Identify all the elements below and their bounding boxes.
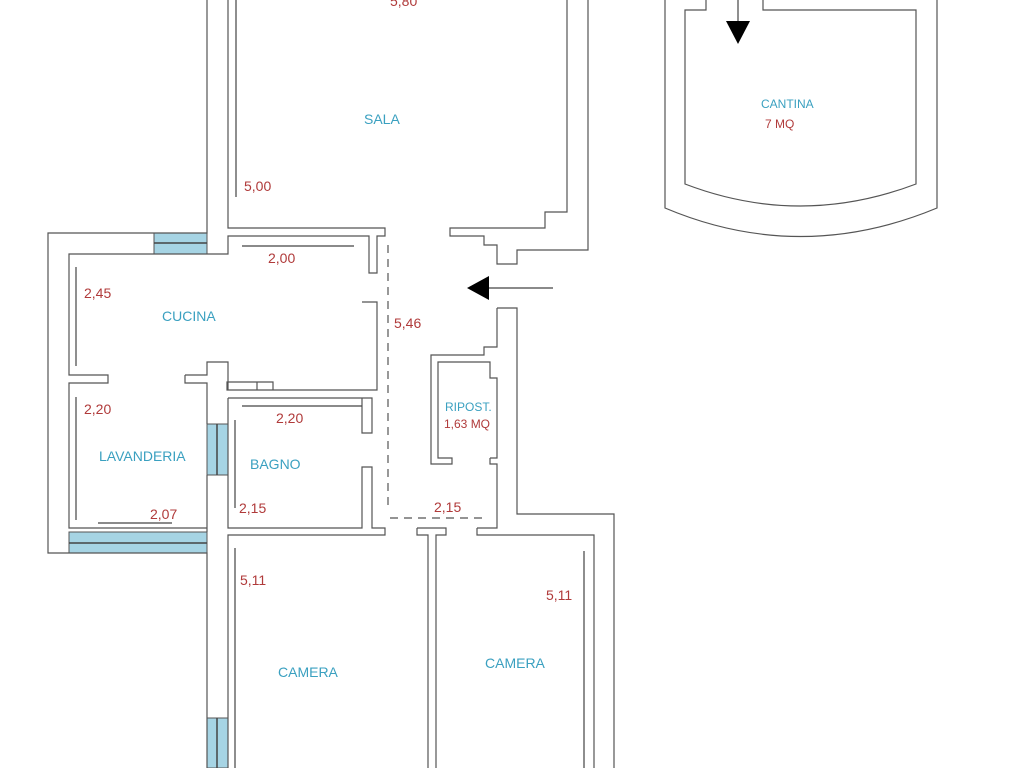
- cantina-area: 7 MQ: [765, 117, 794, 131]
- camera2-length: 5,11: [546, 587, 572, 603]
- cantina-arrow-icon: [726, 21, 750, 44]
- cantina-label: CANTINA: [761, 97, 814, 111]
- lavanderia-label: LAVANDERIA: [99, 448, 186, 464]
- corridoio-length: 5,46: [394, 315, 421, 331]
- sala-label: SALA: [364, 111, 400, 127]
- lavanderia-width: 2,07: [150, 506, 177, 522]
- sala-width: 5,80: [390, 0, 417, 9]
- ripostiglio-area: 1,63 MQ: [444, 417, 490, 431]
- cantina-outline: [664, 0, 938, 238]
- bagno-length: 2,15: [239, 500, 266, 516]
- entrance-arrow-icon: [467, 276, 489, 300]
- corridoio-width: 2,15: [434, 499, 461, 515]
- cucina-label: CUCINA: [162, 308, 216, 324]
- cucina-width: 2,00: [268, 250, 295, 266]
- camera1-label: CAMERA: [278, 664, 339, 680]
- lavanderia-length: 2,20: [84, 401, 111, 417]
- camera1-length: 5,11: [240, 572, 266, 588]
- walls: [47, 0, 615, 768]
- camera2-label: CAMERA: [485, 655, 546, 671]
- cucina-length: 2,45: [84, 285, 111, 301]
- bagno-width: 2,20: [276, 410, 303, 426]
- bagno-label: BAGNO: [250, 456, 301, 472]
- ripostiglio-label: RIPOST.: [445, 400, 492, 414]
- sala-length: 5,00: [244, 178, 271, 194]
